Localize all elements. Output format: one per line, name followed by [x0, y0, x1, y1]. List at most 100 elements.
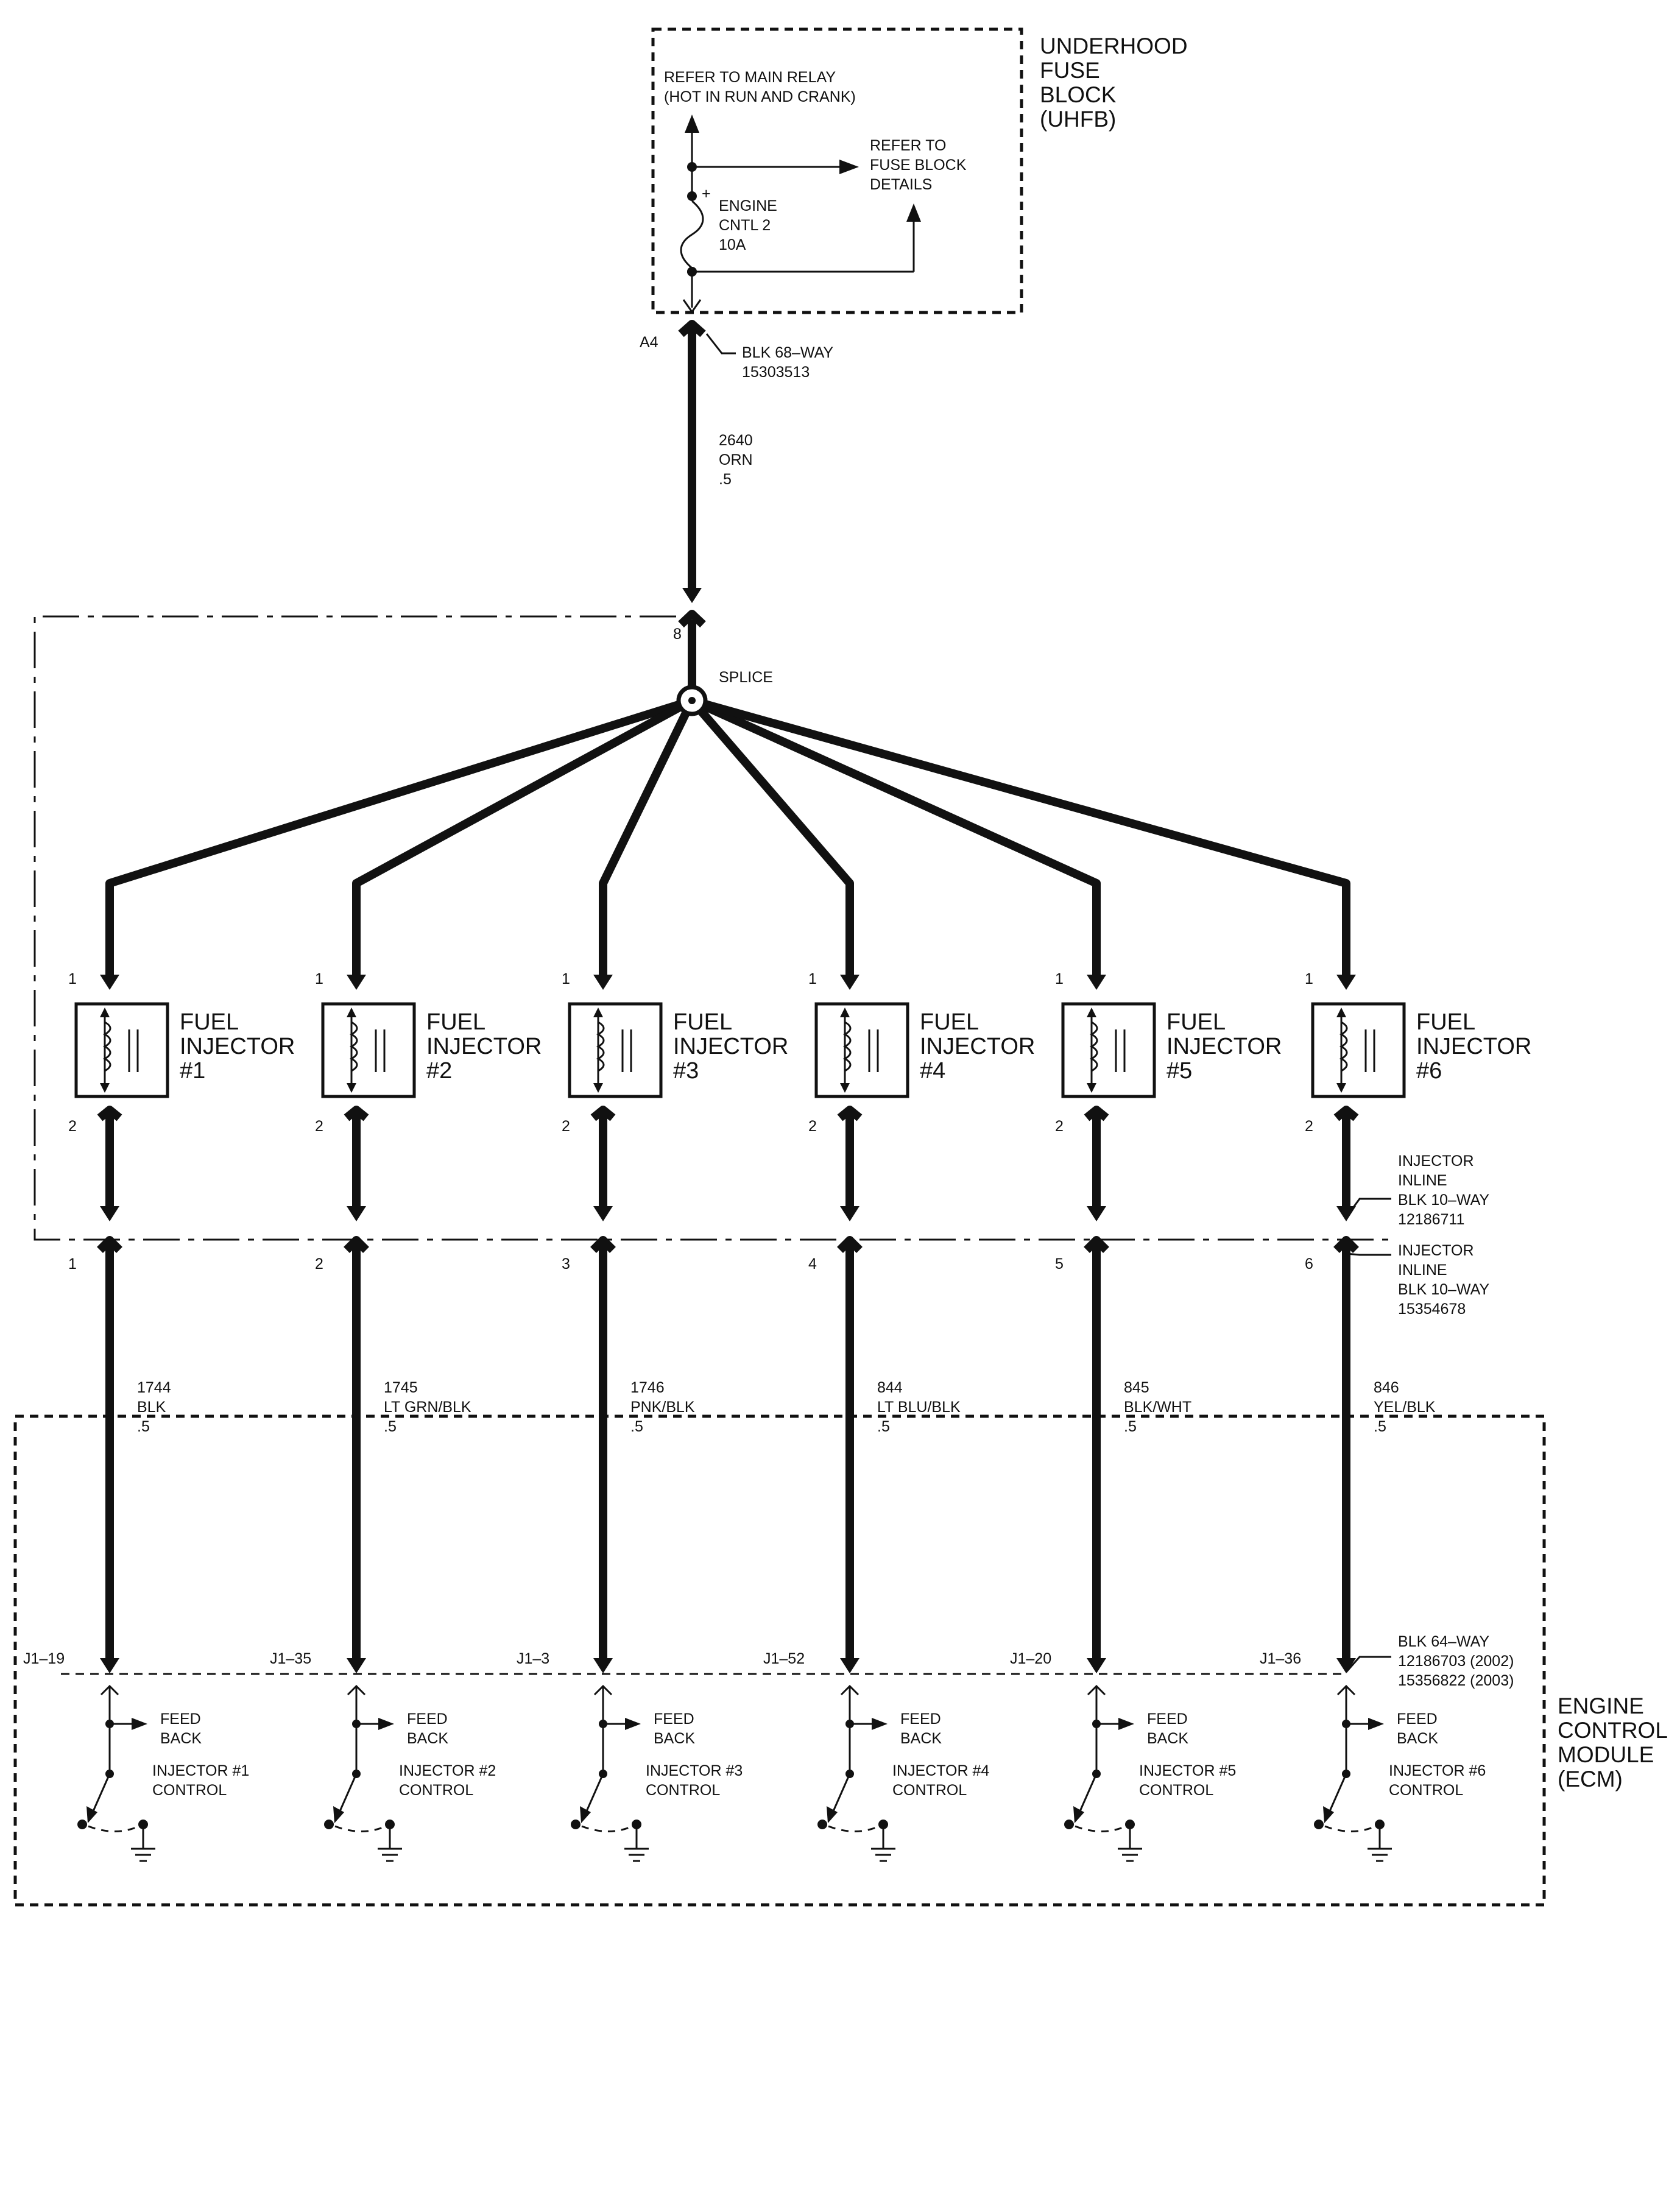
- injector-6-pin-bottom: 2: [1305, 1118, 1313, 1135]
- injector-4-title-line-1: FUEL: [920, 1009, 979, 1035]
- uhfb-connector-chevron-icon: [682, 299, 702, 314]
- injector-6-title-line-3: #6: [1416, 1058, 1442, 1084]
- injector-3-wire-line-1: 1746: [630, 1379, 665, 1396]
- injector-3-inline-arrow-icon: [593, 1206, 613, 1221]
- injector-3-supply-arrow-icon: [593, 975, 613, 990]
- injector-2-symbol-arrow-down-icon: [347, 1083, 356, 1093]
- injector-1-supply-arrow-icon: [100, 975, 119, 990]
- injector-4-title-line-2: INJECTOR: [920, 1034, 1035, 1059]
- inline-bottom-line-1: INJECTOR: [1398, 1242, 1474, 1259]
- injector-2-pin-bottom: 2: [315, 1118, 323, 1135]
- injector-4-inline-arrow-icon: [840, 1206, 859, 1221]
- feed-wire-line-1: 2640: [719, 432, 753, 449]
- injector-4-box: [814, 1002, 909, 1098]
- injector-1-feedback-line-1: FEED: [160, 1710, 201, 1728]
- fuse-ref-arrow-icon: [839, 160, 859, 174]
- injector-4-feedback-line-2: BACK: [900, 1730, 942, 1747]
- inline-top-line-3: BLK 10–WAY: [1398, 1191, 1489, 1209]
- injector-1-pin-bottom-terminal-icon: [97, 1106, 122, 1121]
- injector-1-feedback-arrow-icon: [132, 1718, 147, 1730]
- injector-2-ecm-arrow-icon: [347, 1658, 366, 1673]
- injector-4-switch-blade: [830, 1773, 851, 1816]
- injector-5-switch-contact-left: [1064, 1820, 1074, 1829]
- injector-6-feedback-arrow-icon: [1368, 1718, 1384, 1730]
- injector-1-box: [74, 1002, 169, 1098]
- ecm-title-line-2: CONTROL: [1558, 1718, 1668, 1743]
- inline-bottom-leader: [1346, 1252, 1391, 1256]
- injector-6-feedback-line-2: BACK: [1397, 1730, 1438, 1747]
- injector-1-wire-line-1: 1744: [137, 1379, 171, 1396]
- injector-5-coil-icon: [1089, 1021, 1098, 1072]
- injector-2-supply-wire: [352, 696, 694, 981]
- injector-1-switch-blade: [90, 1773, 111, 1816]
- fuse-details-arrow-icon: [906, 203, 921, 222]
- feed-wire-arrow-icon: [682, 588, 702, 603]
- injector-2-switch-blade: [337, 1773, 358, 1816]
- injector-3-symbol-arrow-down-icon: [593, 1083, 603, 1093]
- injector-2-title-line-2: INJECTOR: [426, 1034, 542, 1059]
- injector-2-inline-arrow-icon: [347, 1206, 366, 1221]
- injector-5-switch-arrow-icon: [1073, 1806, 1084, 1823]
- fuse-ref-line-3: DETAILS: [870, 176, 932, 193]
- injector-5-pin-top: 1: [1055, 970, 1064, 987]
- injector-1-ecm-pin: J1–19: [23, 1650, 65, 1667]
- splice-pin: 8: [673, 626, 682, 643]
- injector-5-inline-arrow-icon: [1087, 1206, 1106, 1221]
- uhfb-connector-terminal-icon: [678, 320, 706, 337]
- injector-6-title-line-1: FUEL: [1416, 1009, 1475, 1035]
- fuse-plus: +: [702, 185, 711, 202]
- injector-3-box: [568, 1002, 663, 1098]
- injector-5-wire-line-3: .5: [1124, 1418, 1137, 1435]
- injector-1-title-line-3: #1: [180, 1058, 205, 1084]
- injector-2-symbol-arrow-up-icon: [347, 1008, 356, 1017]
- injector-3-pin-top: 1: [562, 970, 570, 987]
- injector-1-control-line-1: INJECTOR #1: [152, 1762, 249, 1779]
- injector-3-pin-bottom: 2: [562, 1118, 570, 1135]
- ecm-title-line-4: (ECM): [1558, 1767, 1623, 1792]
- injector-5-pin-bottom: 2: [1055, 1118, 1064, 1135]
- injector-4-coil-icon: [842, 1021, 852, 1072]
- injector-3-wire-line-3: .5: [630, 1418, 643, 1435]
- injector-4-control-line-1: INJECTOR #4: [892, 1762, 989, 1779]
- injector-3-inline-terminal-icon: [590, 1236, 616, 1253]
- injector-5-ecm-pin: J1–20: [1010, 1650, 1051, 1667]
- injector-3-switch-arrow-icon: [580, 1806, 591, 1823]
- injector-5-ecm-arrow-icon: [1087, 1658, 1106, 1673]
- injector-1-switch-arrow-icon: [86, 1806, 97, 1823]
- ecm-connector-line-2: 12186703 (2002): [1398, 1653, 1514, 1670]
- injector-6-control-line-2: CONTROL: [1389, 1782, 1463, 1799]
- injector-5-switch-link: [1075, 1825, 1126, 1832]
- feed-wire-line-3: .5: [719, 471, 732, 488]
- inline-top-line-2: INLINE: [1398, 1172, 1447, 1189]
- injector-2-control-line-1: INJECTOR #2: [399, 1762, 496, 1779]
- fuse-ref-line-2: FUSE BLOCK: [870, 157, 967, 174]
- uhfb-title-line-4: (UHFB): [1040, 107, 1116, 132]
- injector-2-wire-line-2: LT GRN/BLK: [384, 1399, 471, 1416]
- fuse-icon: [680, 200, 704, 269]
- injector-2-title-line-1: FUEL: [426, 1009, 485, 1035]
- injector-4-inline-pin: 4: [808, 1255, 817, 1273]
- injector-4-switch-arrow-icon: [827, 1806, 838, 1823]
- injector-1-switch-link: [88, 1825, 139, 1832]
- splice-center-dot: [688, 697, 696, 704]
- injector-2-title-line-3: #2: [426, 1058, 452, 1084]
- injector-5-ecm-terminal-icon: [1087, 1684, 1106, 1696]
- feed-wire-line-2: ORN: [719, 451, 753, 468]
- injector-2-ecm-pin: J1–35: [270, 1650, 311, 1667]
- injector-2-feedback-arrow-icon: [378, 1718, 394, 1730]
- injector-1-pin-bottom: 2: [68, 1118, 77, 1135]
- injector-2-supply-arrow-icon: [347, 975, 366, 990]
- injector-5-title-line-1: FUEL: [1166, 1009, 1226, 1035]
- injector-5-box: [1061, 1002, 1156, 1098]
- injector-6-inline-pin: 6: [1305, 1255, 1313, 1273]
- injector-6-box: [1311, 1002, 1406, 1098]
- injector-5-pin-bottom-terminal-icon: [1084, 1106, 1109, 1121]
- injector-3-inline-pin: 3: [562, 1255, 570, 1273]
- injector-2-feedback-line-1: FEED: [407, 1710, 448, 1728]
- injector-3-control-line-1: INJECTOR #3: [646, 1762, 743, 1779]
- injector-1-title-line-1: FUEL: [180, 1009, 239, 1035]
- injector-1-symbol-arrow-up-icon: [100, 1008, 110, 1017]
- injector-4-wire-line-1: 844: [877, 1379, 903, 1396]
